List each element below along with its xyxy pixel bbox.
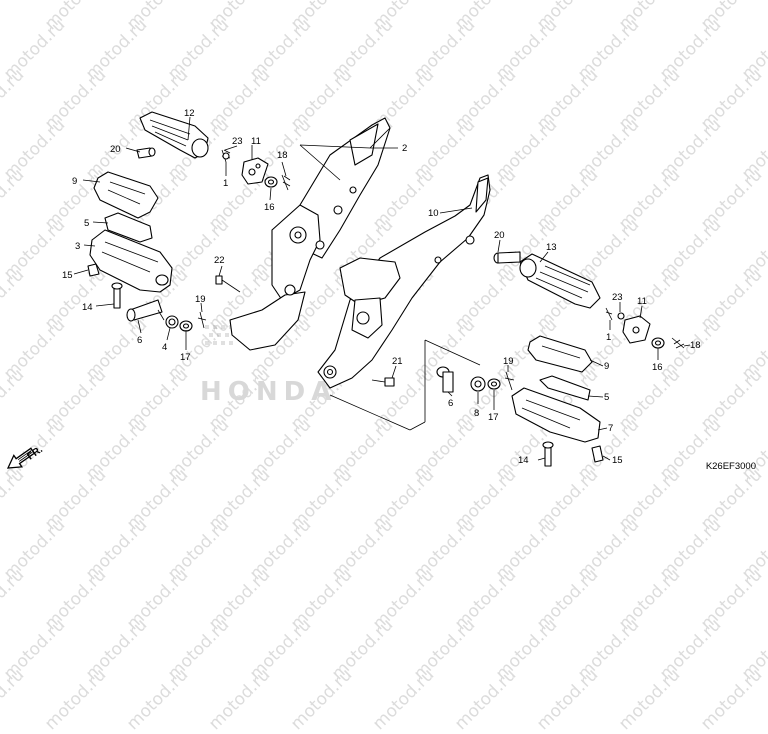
callout-13: 13 <box>546 242 557 253</box>
watermark-text: motod.ru <box>205 664 275 734</box>
bracket-plate-left <box>241 157 269 185</box>
callout-14-left: 14 <box>82 302 93 313</box>
footrest-bracket-left <box>89 229 173 293</box>
watermark-text: motod.ru <box>287 664 357 734</box>
spring-ball-right <box>605 307 625 321</box>
bolt-15-left <box>87 263 100 277</box>
callout-3: 3 <box>75 241 80 252</box>
callout-7: 7 <box>608 423 613 434</box>
watermark-text: motod.ru <box>41 664 111 734</box>
callout-16-right: 16 <box>652 362 663 373</box>
watermark-text: motod.ru <box>0 664 29 734</box>
return-spring-left <box>157 309 179 329</box>
footpeg-left <box>139 111 209 159</box>
callout-14-right: 14 <box>518 455 529 466</box>
callout-1-right: 1 <box>606 332 611 343</box>
callout-9-left: 9 <box>72 176 77 187</box>
callout-1-left: 1 <box>223 178 228 189</box>
cotter-pin-left <box>197 311 207 329</box>
cotter-pin-right <box>504 371 515 391</box>
footrest-bracket-right <box>511 387 601 443</box>
callout-10: 10 <box>428 208 439 219</box>
callout-15-right: 15 <box>612 455 623 466</box>
callout-17-right: 17 <box>488 412 499 423</box>
callout-15-left: 15 <box>62 270 73 281</box>
callout-22: 22 <box>214 255 225 266</box>
front-arrow-label: FR. <box>25 444 45 462</box>
callout-11-left: 11 <box>251 136 261 147</box>
washer-17-left <box>179 320 193 332</box>
callout-18-right: 18 <box>690 340 701 351</box>
callout-19-left: 19 <box>195 294 206 305</box>
watermark-text: motod.ru <box>697 664 767 734</box>
leader-lines <box>73 116 691 461</box>
bracket-plate-right <box>622 315 651 344</box>
footpeg-rubber-right <box>527 335 593 373</box>
spring-pin-left <box>281 174 291 191</box>
watermark-text: motod.ru <box>369 664 439 734</box>
callout-5-left: 5 <box>84 218 89 229</box>
callout-4: 4 <box>162 342 167 353</box>
diagram-code: K26EF3000 <box>705 461 756 472</box>
watermark-text: motod.ru <box>615 664 685 734</box>
bolt-21 <box>371 377 395 387</box>
return-spring-right <box>470 376 486 392</box>
honda-logo-text: HONDA <box>200 377 337 407</box>
callout-2: 2 <box>402 143 407 154</box>
plate-right <box>539 375 591 401</box>
front-arrow-icon <box>6 447 36 469</box>
callout-21: 21 <box>392 356 403 367</box>
callout-16-left: 16 <box>264 202 275 213</box>
footpeg-rubber-left <box>93 171 159 219</box>
footpeg-right <box>519 253 601 309</box>
pin-6-right <box>436 366 454 393</box>
callout-12: 12 <box>184 108 195 119</box>
bolt-14-right <box>542 441 554 467</box>
step-bracket-right <box>317 174 491 389</box>
callout-20-right: 20 <box>494 230 505 241</box>
callout-5-right: 5 <box>604 392 609 403</box>
pin-right <box>493 251 521 264</box>
plate-left <box>104 212 153 243</box>
callout-19-right: 19 <box>503 356 514 367</box>
callout-8: 8 <box>474 408 479 419</box>
pin-6-left <box>126 299 163 322</box>
bolt-22 <box>215 275 241 293</box>
watermark-text: motod.ru <box>451 664 521 734</box>
washer-left <box>264 176 278 188</box>
bolt-15-right <box>591 445 604 463</box>
callout-18-left: 18 <box>277 150 288 161</box>
callout-23-right: 23 <box>612 292 623 303</box>
callout-20-left: 20 <box>110 144 121 155</box>
washer-right <box>651 337 665 349</box>
callout-6-left: 6 <box>137 335 142 346</box>
callout-23-left: 23 <box>232 136 243 147</box>
pin-left <box>136 147 156 159</box>
step-bracket-left <box>229 117 391 351</box>
spring-pin-right <box>671 337 685 349</box>
watermark-text: motod.ru <box>533 664 603 734</box>
spring-ball-left <box>221 149 231 163</box>
callout-6-right: 6 <box>448 398 453 409</box>
callout-9-right: 9 <box>604 361 609 372</box>
watermark-text: motod.ru <box>123 664 193 734</box>
callout-17-left: 17 <box>180 352 191 363</box>
exploded-view-drawing: HONDA <box>6 108 701 469</box>
callout-11-right: 11 <box>637 296 647 307</box>
washer-17-right <box>487 378 501 390</box>
bolt-14-left <box>111 282 123 309</box>
